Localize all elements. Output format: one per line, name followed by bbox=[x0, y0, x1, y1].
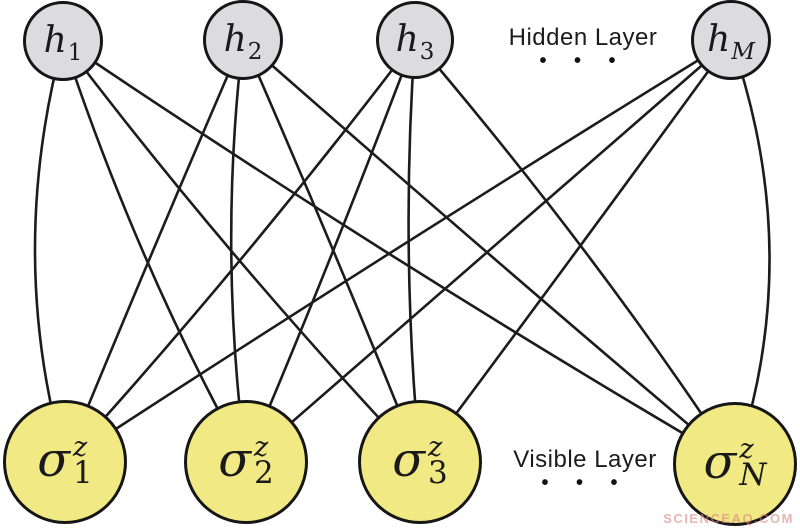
hidden-layer-caption: Hidden Layer bbox=[508, 24, 658, 51]
edge-h1-sigma1 bbox=[33, 40, 67, 463]
edge-h3-sigma3 bbox=[407, 39, 422, 463]
edge-h3-sigma1 bbox=[64, 39, 417, 463]
visible-layer-ellipsis: • • • bbox=[541, 472, 629, 494]
edge-hM-sigma3 bbox=[418, 39, 733, 463]
edge-hM-sigma1 bbox=[64, 38, 732, 464]
edge-hM-sigmaN bbox=[729, 39, 771, 465]
edge-h2-sigma2 bbox=[229, 39, 248, 463]
hidden-layer-ellipsis: • • • bbox=[539, 50, 627, 72]
visible-layer-caption: Visible Layer bbox=[513, 446, 657, 473]
edge-h1-sigma3 bbox=[61, 40, 421, 463]
edge-h1-sigmaN bbox=[62, 39, 736, 466]
edge-h2-sigmaN bbox=[242, 39, 736, 465]
edge-hM-sigma2 bbox=[245, 39, 732, 463]
edge-h3-sigmaN bbox=[414, 39, 737, 465]
watermark: SCIENCEAQ.COM bbox=[663, 511, 794, 526]
